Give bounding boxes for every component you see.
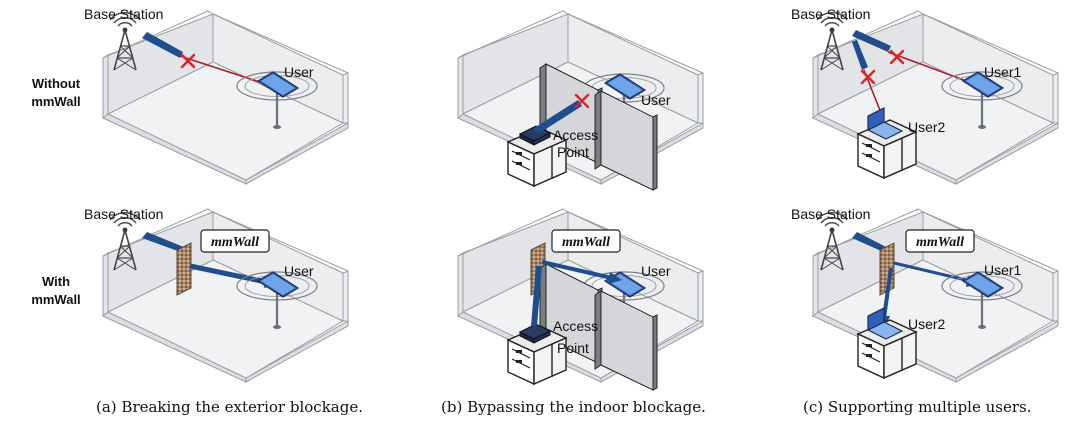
panel-b-without: User Access Point [457, 10, 704, 191]
mmwall-badge: mmWall [200, 229, 270, 253]
mmwall-surface-icon [176, 242, 192, 296]
panel-a-with: mmWall Base Station User [84, 206, 349, 383]
caption-b: (b) Bypassing the indoor blockage. [441, 398, 706, 416]
user2-label: User2 [908, 119, 946, 135]
mmwall-badge: mmWall [905, 229, 975, 253]
user1-label: User1 [984, 64, 1022, 80]
panel-c-with: mmWall Base Station User1 User2 [791, 206, 1059, 383]
user-label: User [641, 263, 671, 279]
base-station-label: Base Station [84, 6, 163, 22]
strong-beam [534, 100, 582, 134]
strong-beam [852, 30, 891, 52]
user-label: User [284, 64, 314, 80]
panel-b-with: mmWall User Access Point [457, 208, 704, 391]
access-point-label-line1: Access [553, 318, 598, 334]
user2-label: User2 [908, 316, 946, 332]
mmwall-badge-label: mmWall [562, 235, 610, 250]
strong-beam [142, 32, 183, 58]
row-label-without: Without mmWall [31, 76, 80, 109]
reflected-beam-user1 [893, 261, 971, 283]
caption-a: (a) Breaking the exterior blockage. [96, 398, 363, 416]
strong-beam [852, 232, 888, 254]
mmwall-badge-label: mmWall [211, 235, 259, 250]
uplink-beam [531, 265, 542, 327]
strong-beam [852, 40, 868, 70]
access-point-label-line2: Point [557, 340, 589, 356]
base-station-label: Base Station [791, 206, 870, 222]
beam-arrowhead [608, 272, 622, 284]
panel-c-without: Base Station User1 User2 [791, 6, 1059, 185]
user1-label: User1 [984, 262, 1022, 278]
caption-c: (c) Supporting multiple users. [803, 398, 1032, 416]
row-label-with-line2: mmWall [31, 292, 80, 307]
reflected-beam-user2 [882, 267, 893, 319]
mmwall-badge-label: mmWall [916, 235, 964, 250]
user-label: User [284, 263, 314, 279]
mmwall-badge: mmWall [551, 229, 621, 253]
access-point-label-line1: Access [553, 127, 598, 143]
reflected-beam [541, 260, 613, 280]
base-station-label: Base Station [84, 206, 163, 222]
room-a-top [102, 10, 349, 185]
strong-beam [142, 232, 186, 254]
room-c-top [812, 10, 1059, 185]
row-label-without-line2: mmWall [31, 94, 80, 109]
user-label: User [641, 92, 671, 108]
access-point-label-line2: Point [557, 144, 589, 160]
row-label-without-line1: Without [32, 76, 81, 91]
base-station-label: Base Station [791, 6, 870, 22]
row-label-with-line1: With [42, 274, 70, 289]
row-label-with: With mmWall [31, 274, 80, 307]
panel-a-without: Base Station User [84, 6, 349, 185]
